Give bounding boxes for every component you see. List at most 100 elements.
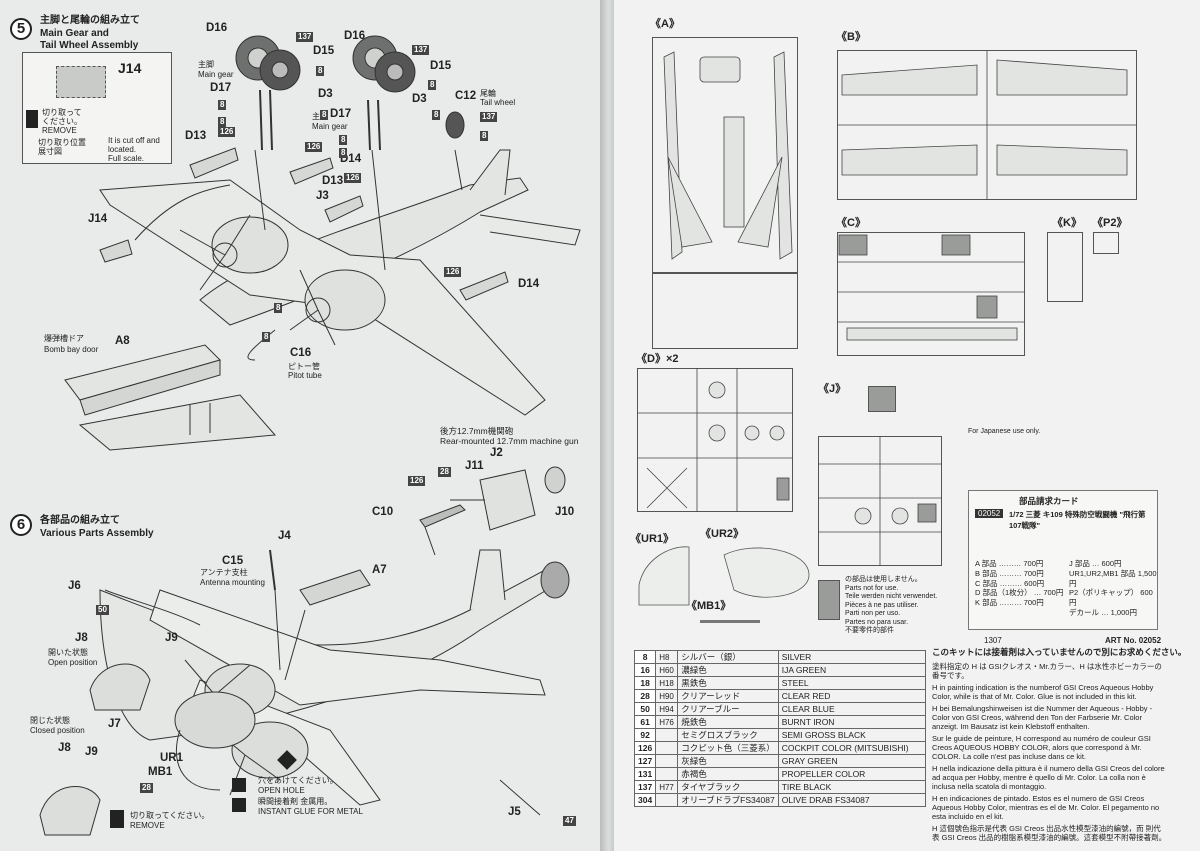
runner-a-frame — [652, 37, 798, 273]
runner-d-parts — [637, 368, 793, 512]
price-value: 700円 — [1043, 588, 1064, 598]
runner-j-label: 《J》 — [818, 383, 847, 395]
part-j2: J2 — [490, 447, 503, 459]
j14-cut-area — [56, 66, 106, 98]
color-badge-126-b: 126 — [305, 142, 323, 152]
mg-label-ja: 後方12.7mm機関砲 — [440, 426, 514, 436]
unused-note-ja: の部品は使用しません。 — [845, 576, 922, 583]
cut-location-ja-2: 展寸図 — [38, 147, 62, 156]
color-name-en: TIRE BLACK — [777, 780, 927, 794]
color-name-en: BURNT IRON — [777, 715, 927, 729]
part-j6: J6 — [68, 580, 81, 592]
color-badge-8-b: 8 — [218, 100, 227, 110]
color-badge-137-b: 137 — [412, 45, 430, 55]
color-badge-8-g: 8 — [339, 135, 348, 145]
color-name-en: STEEL — [777, 676, 927, 690]
color-badge-28: 28 — [438, 467, 451, 477]
part-j3: J3 — [316, 190, 329, 202]
bomb-bay-label-en: Bomb bay door — [44, 345, 99, 354]
color-name-en: CLEAR RED — [777, 689, 927, 703]
part-d15-right: D15 — [430, 60, 452, 72]
color-name-ja: シルバー（銀） — [677, 650, 779, 664]
paint-note-it: H nella indicazione della pittura è il n… — [932, 764, 1165, 791]
hobby-color-code — [655, 767, 679, 781]
paint-note-ja: 塗料指定の H は GSIクレオス・Mr.カラー、H は水性ホビーカラーの番号で… — [932, 662, 1162, 680]
price-value: 1,500円 — [1069, 568, 1157, 588]
price-row-p2: P2（ポリキャップ） 600円 — [1069, 588, 1157, 608]
runner-ur1-label: 《UR1》 — [630, 533, 675, 545]
price-value: 600円 — [1069, 588, 1153, 607]
price-row-b: B 部品 ……… 700円 — [975, 568, 1044, 578]
part-ur1: UR1 — [160, 752, 184, 764]
part-j4: J4 — [278, 530, 291, 542]
price-row-d: D 部品（1枚分） … 700円 — [975, 588, 1064, 598]
part-d14-b: D14 — [518, 278, 540, 290]
clear-parts-drawing — [638, 546, 810, 606]
paint-note-zh: H 這個號色指示是代表 GSI Creos 出品水性模型漆油的編號，而 則代表 … — [932, 824, 1167, 842]
price-label: J 部品 — [1069, 559, 1090, 568]
color-name-en: SEMI GROSS BLACK — [777, 728, 927, 742]
hobby-color-code — [655, 793, 679, 807]
remove-icon-step6 — [110, 810, 124, 828]
runner-a-label: 《A》 — [650, 18, 680, 30]
paint-number: 127 — [633, 754, 657, 768]
step-6-title-en: Various Parts Assembly — [40, 527, 154, 539]
unused-parts-note: の部品は使用しません。 Parts not for use. Teile wer… — [845, 576, 937, 636]
hobby-color-code: H76 — [655, 715, 679, 729]
part-j9-open: J9 — [165, 632, 178, 644]
price-row-a: A 部品 ……… 700円 — [975, 559, 1044, 568]
paint-number: 18 — [633, 676, 657, 690]
price-label: D 部品（1枚分） — [975, 588, 1032, 598]
remove-label-en-step6: REMOVE — [130, 821, 165, 830]
open-position-ja: 開いた状態 — [48, 648, 88, 657]
runner-a-lower-frame — [652, 273, 798, 349]
color-badge-50: 50 — [96, 605, 109, 615]
price-label: UR1,UR2,MB1 部品 — [1069, 568, 1136, 578]
price-label: デカール — [1069, 607, 1099, 617]
part-j9-closed: J9 — [85, 746, 98, 758]
glue-icon — [232, 798, 246, 812]
bomb-bay-door-drawing — [64, 344, 277, 451]
japanese-use-only: For Japanese use only. — [968, 428, 1041, 435]
color-badge-126-c: 126 — [344, 173, 362, 183]
hobby-color-code: H18 — [655, 676, 679, 690]
price-list-right: J 部品 … 600円 UR1,UR2,MB1 部品 1,500円 P2（ポリキ… — [1069, 559, 1157, 618]
paint-note-de: H bei Bemalungshinweisen ist die Nummer … — [932, 704, 1153, 731]
color-name-ja: セミグロスブラック — [677, 728, 779, 742]
price-label: A 部品 — [975, 559, 997, 568]
part-d13-a: D13 — [185, 130, 207, 142]
step-5-title: 主脚と尾輪の組み立て Main Gear and Tail Wheel Asse… — [40, 15, 140, 53]
part-d17-right: D17 — [330, 108, 352, 120]
color-name-en: GRAY GREEN — [777, 754, 927, 768]
page-fold — [600, 0, 614, 851]
runner-a-parts — [663, 51, 793, 260]
color-name-ja: 赤褐色 — [677, 767, 779, 781]
paint-notes: 塗料指定の H は GSIクレオス・Mr.カラー、H は水性ホビーカラーの番号で… — [932, 662, 1168, 842]
drill-hole-icon — [232, 778, 246, 792]
unused-note-es: Partes no para usar. — [845, 618, 909, 626]
price-row-c: C 部品 ……… 600円 — [975, 578, 1045, 588]
paint-number: 16 — [633, 663, 657, 677]
color-badge-28-b: 28 — [140, 783, 153, 793]
price-label: B 部品 — [975, 568, 998, 578]
paint-number: 8 — [633, 650, 657, 664]
remove-label-ja: 切り取って — [42, 108, 82, 117]
remove-label-ja-step6: 切り取ってください。 — [130, 811, 210, 820]
part-c10: C10 — [372, 506, 394, 518]
runner-k-label: 《K》 — [1052, 217, 1082, 229]
j14-box-label: J14 — [118, 60, 142, 76]
part-c16: C16 — [290, 347, 312, 359]
glue-label-en: INSTANT GLUE FOR METAL — [258, 807, 363, 816]
runner-p2-label: 《P2》 — [1092, 217, 1128, 229]
closed-position-en: Closed position — [30, 726, 85, 735]
color-name-ja: タイヤブラック — [677, 780, 779, 794]
color-badge-126-e: 126 — [408, 476, 426, 486]
color-name-ja: オリーブドラブFS34087 — [677, 793, 779, 807]
color-badge-126-a: 126 — [218, 127, 236, 137]
part-j8-closed: J8 — [58, 742, 71, 754]
